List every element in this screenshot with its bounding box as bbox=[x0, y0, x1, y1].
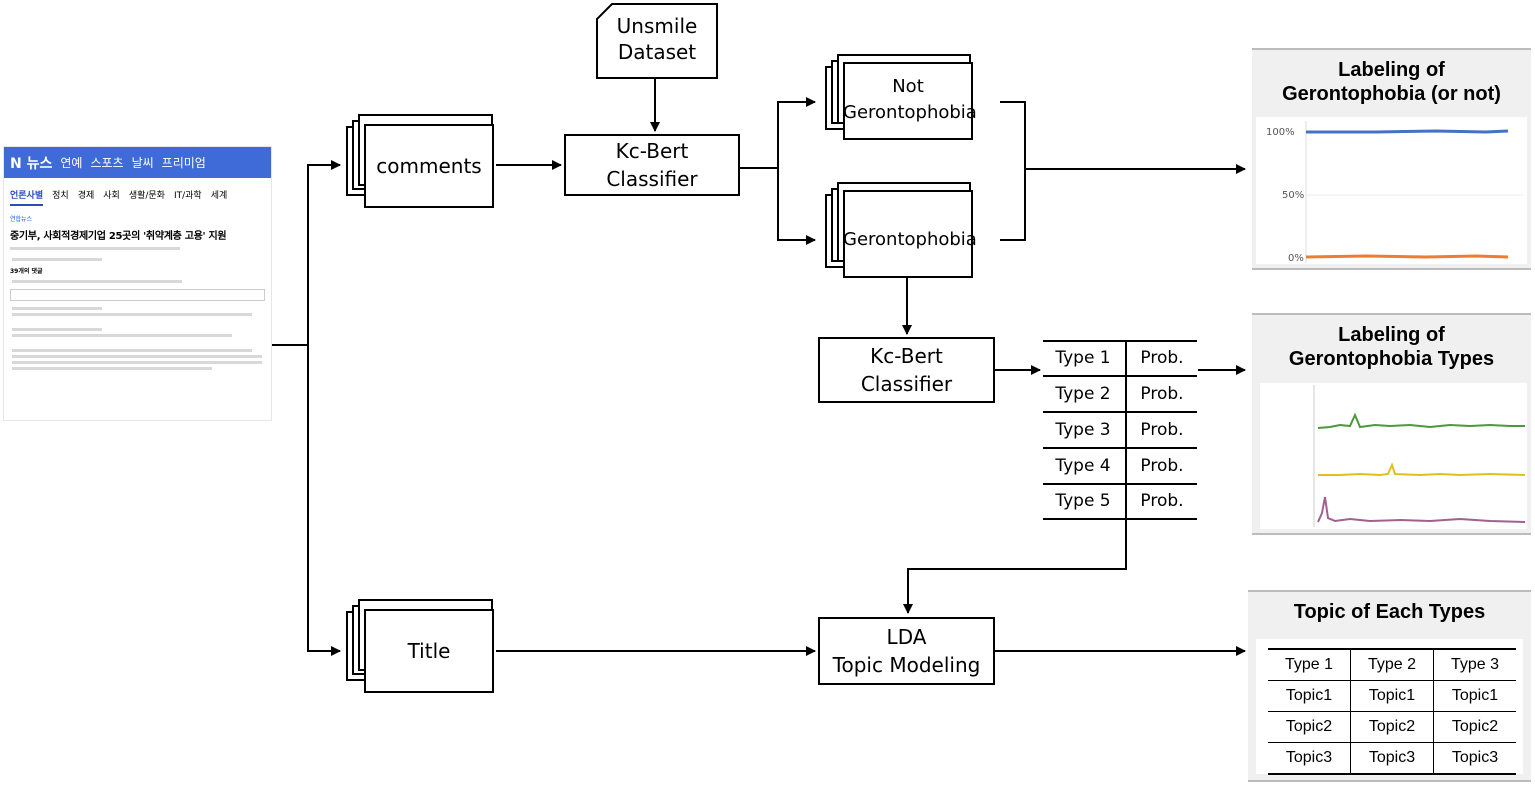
text-line bbox=[12, 355, 262, 358]
topic-cell: Topic3 bbox=[1350, 742, 1434, 775]
not-gerontophobia-label: Not Gerontophobia bbox=[843, 76, 977, 123]
not-gerontophobia-line bbox=[1306, 129, 1509, 134]
types-panel: Labeling of Gerontophobia Types bbox=[1252, 313, 1531, 535]
lda-topic-modeling: LDA Topic Modeling bbox=[818, 617, 995, 685]
topic-cell: Topic2 bbox=[1433, 711, 1516, 743]
gerontophobia-line bbox=[1305, 254, 1509, 259]
news-tab: 세계 bbox=[210, 191, 228, 201]
types-lines bbox=[1313, 385, 1526, 527]
news-brand: N 뉴스 bbox=[10, 155, 53, 172]
topic-cell: Topic2 bbox=[1268, 711, 1351, 743]
news-source: 연합뉴스 bbox=[10, 216, 33, 223]
type-table-grid bbox=[1043, 340, 1197, 520]
text-line bbox=[12, 307, 102, 310]
prob-cell: Prob. bbox=[1140, 420, 1184, 440]
news-headline: 중기부, 사회적경제기업 25곳의 '취약계층 고용' 지원 bbox=[10, 231, 227, 242]
text-line bbox=[12, 349, 252, 352]
prob-cell: Prob. bbox=[1140, 384, 1184, 404]
kcbert-classifier-2: Kc-Bert Classifier bbox=[818, 337, 995, 403]
topic-header-cell: Type 2 bbox=[1350, 648, 1434, 681]
types-chart bbox=[1260, 383, 1527, 529]
document-shape bbox=[596, 3, 718, 79]
y-tick: 50% bbox=[1282, 190, 1305, 201]
news-nav-item: 연예 bbox=[60, 156, 83, 170]
prob-cell: Prob. bbox=[1140, 491, 1184, 511]
unsmile-dataset-node: Unsmile Dataset bbox=[596, 3, 718, 79]
prob-cell: Prob. bbox=[1140, 456, 1184, 476]
type-cell: Type 5 bbox=[1055, 491, 1111, 511]
stack-card-front bbox=[364, 124, 494, 208]
topics-panel: Topic of Each Types Type 1 Type 2 Type 3… bbox=[1248, 590, 1531, 782]
topics-panel-title: Topic of Each Types bbox=[1293, 601, 1486, 623]
topics-table-area: Type 1 Type 2 Type 3 Topic1 Topic1 Topic… bbox=[1256, 639, 1523, 775]
topic-header-cell: Type 1 bbox=[1268, 648, 1351, 681]
title-stack-node: Title bbox=[346, 585, 498, 693]
stack-card-front bbox=[843, 62, 973, 140]
types-panel-title: Labeling of Gerontophobia Types bbox=[1288, 324, 1495, 370]
news-tab: 경제 bbox=[77, 191, 95, 201]
text-line bbox=[12, 280, 182, 283]
comment-count: 39개의 댓글 bbox=[10, 268, 43, 275]
unsmile-label: Unsmile Dataset bbox=[616, 14, 698, 64]
text-line bbox=[12, 313, 252, 316]
news-tab: 언론사별 bbox=[10, 188, 44, 206]
topic-cell: Topic1 bbox=[1268, 680, 1351, 712]
text-line bbox=[12, 258, 102, 261]
labeling-panel-title: Labeling of Gerontophobia (or not) bbox=[1282, 59, 1501, 105]
type-cell: Type 2 bbox=[1055, 384, 1111, 404]
text-line bbox=[12, 367, 212, 370]
type-cell: Type 1 bbox=[1055, 348, 1111, 368]
news-tabs: 언론사별 정치 경제 사회 생활/문화 IT/과학 세계 bbox=[4, 178, 271, 210]
news-nav-item: 프리미엄 bbox=[161, 156, 206, 170]
topics-table: Type 1 Type 2 Type 3 Topic1 Topic1 Topic… bbox=[1268, 648, 1516, 775]
y-tick: 0% bbox=[1288, 253, 1304, 264]
kcbert-classifier-1: Kc-Bert Classifier bbox=[564, 134, 740, 196]
news-tab: 사회 bbox=[103, 191, 120, 201]
news-article-screenshot: N 뉴스 연예 스포츠 날씨 프리미엄 언론사별 정치 경제 사회 생활/문화 … bbox=[3, 146, 272, 421]
topic-cell: Topic3 bbox=[1268, 742, 1351, 775]
news-tab: 생활/문화 bbox=[128, 191, 165, 201]
type-series-yellow bbox=[1318, 462, 1526, 477]
topic-header-cell: Type 3 bbox=[1433, 648, 1516, 681]
labeling-lines bbox=[1305, 121, 1524, 263]
stack-card-front bbox=[364, 609, 494, 693]
labeling-chart: 100% 50% 0% bbox=[1256, 117, 1527, 264]
news-tab: IT/과학 bbox=[173, 191, 202, 201]
news-meta-line bbox=[4, 242, 271, 255]
gerontophobia-label: Gerontophobia bbox=[843, 229, 977, 250]
news-nav-item: 스포츠 bbox=[90, 156, 124, 170]
comments-label: comments bbox=[376, 154, 482, 178]
news-tab: 정치 bbox=[52, 191, 69, 201]
comment-input-box bbox=[10, 289, 265, 301]
topic-cell: Topic2 bbox=[1350, 711, 1434, 743]
type-prob-table: Type 1 Prob. Type 2 Prob. Type 3 Prob. T… bbox=[1043, 340, 1197, 520]
not-gerontophobia-stack-node: Not Gerontophobia bbox=[825, 54, 977, 140]
type-cell: Type 3 bbox=[1055, 420, 1111, 440]
topic-cell: Topic3 bbox=[1433, 742, 1516, 775]
stack-card-front bbox=[843, 190, 973, 278]
news-header-bar: N 뉴스 연예 스포츠 날씨 프리미엄 bbox=[4, 147, 271, 178]
news-nav-item: 날씨 bbox=[131, 156, 154, 170]
comments-stack-node: comments bbox=[346, 100, 498, 208]
labeling-panel: Labeling of Gerontophobia (or not) 100% … bbox=[1252, 48, 1531, 270]
type-cell: Type 4 bbox=[1055, 456, 1111, 476]
type-series-green bbox=[1317, 412, 1525, 429]
text-line bbox=[12, 361, 262, 364]
gerontophobia-stack-node: Gerontophobia bbox=[825, 182, 977, 278]
prob-cell: Prob. bbox=[1140, 348, 1184, 368]
topic-cell: Topic1 bbox=[1433, 680, 1516, 712]
topic-cell: Topic1 bbox=[1350, 680, 1434, 712]
y-tick: 100% bbox=[1266, 127, 1295, 138]
title-label: Title bbox=[407, 639, 451, 663]
text-line bbox=[12, 328, 102, 331]
text-line bbox=[12, 334, 232, 337]
type-series-purple bbox=[1317, 496, 1526, 523]
